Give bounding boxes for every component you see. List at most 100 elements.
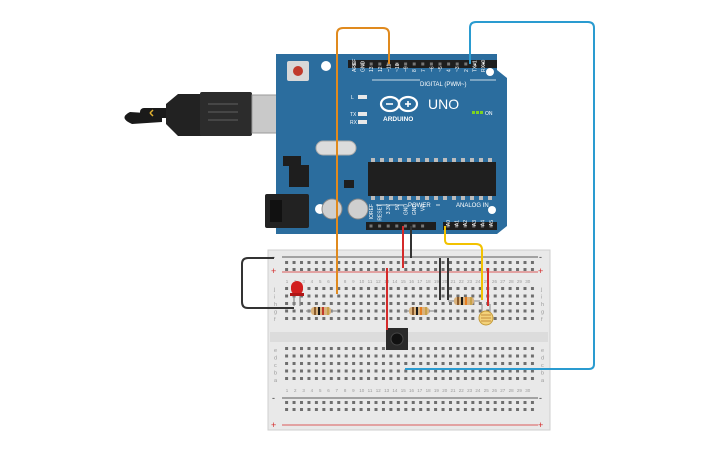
- wire-black-led-gnd[interactable]: [241, 257, 294, 309]
- header-pin-hole[interactable]: [472, 62, 476, 66]
- column-number: 28: [509, 279, 515, 284]
- led-rx: [358, 120, 367, 124]
- row-letter: c: [274, 363, 277, 369]
- wire-orange-pin10[interactable]: [336, 27, 390, 294]
- voltage-regulator-body: [289, 165, 309, 187]
- resistor-led[interactable]: [306, 307, 338, 315]
- led-bulb: [291, 281, 303, 295]
- header-pin-hole[interactable]: [412, 62, 416, 66]
- ldr-track: [481, 314, 491, 322]
- column-number: 19: [434, 388, 440, 393]
- header-pin-hole[interactable]: [395, 224, 399, 228]
- column-number: 8: [344, 388, 347, 393]
- wire-yellow-a0[interactable]: [444, 226, 483, 300]
- header-pin-hole[interactable]: [361, 62, 365, 66]
- header-pin-hole[interactable]: [378, 224, 382, 228]
- header-pin-hole[interactable]: [464, 62, 468, 66]
- pin-label: GND: [412, 204, 418, 216]
- header-pin-hole[interactable]: [421, 224, 425, 228]
- header-pin-hole[interactable]: [481, 62, 485, 66]
- header-pin-hole[interactable]: [455, 62, 459, 66]
- usb-cable[interactable]: [124, 92, 287, 136]
- resistor-ldr[interactable]: [448, 297, 480, 305]
- pin-label: 4: [447, 69, 453, 72]
- column-number: 23: [467, 388, 473, 393]
- column-number: 26: [492, 388, 498, 393]
- pin-label: GND: [403, 204, 409, 216]
- row-letter: i: [274, 295, 275, 301]
- mount-hole: [486, 68, 494, 76]
- pushbutton-cap[interactable]: [390, 332, 404, 346]
- header-pin-hole[interactable]: [369, 224, 373, 228]
- header-pin-hole[interactable]: [455, 224, 459, 228]
- header-pin-hole[interactable]: [480, 224, 484, 228]
- chip-leg: [452, 158, 456, 162]
- power-jack-socket: [270, 200, 282, 222]
- chip-leg: [389, 196, 393, 200]
- rail-plus-label: +: [538, 266, 543, 276]
- row-letter: f: [274, 317, 276, 323]
- column-number: 17: [417, 279, 423, 284]
- on-led: [472, 111, 475, 114]
- reset-button-cap[interactable]: [293, 66, 303, 76]
- header-pin-hole[interactable]: [369, 62, 373, 66]
- chip-leg: [416, 158, 420, 162]
- header-pin-hole[interactable]: [404, 62, 408, 66]
- chip-leg: [425, 196, 429, 200]
- rail-holes: [284, 259, 536, 266]
- wire-blue-pin2[interactable]: [405, 21, 595, 370]
- pin-label: TX▸1: [472, 60, 478, 72]
- column-number: 4: [311, 279, 314, 284]
- header-pin-hole[interactable]: [421, 62, 425, 66]
- chip-leg: [407, 196, 411, 200]
- column-number: 3: [302, 388, 305, 393]
- header-pin-hole[interactable]: [463, 224, 467, 228]
- rail-plus-label: +: [271, 266, 276, 276]
- chip-leg: [371, 196, 375, 200]
- red-led[interactable]: [290, 281, 304, 306]
- header-pin-hole[interactable]: [429, 62, 433, 66]
- header-pin-hole[interactable]: [489, 224, 493, 228]
- header-pin-hole[interactable]: [403, 224, 407, 228]
- rail-holes: [284, 264, 536, 271]
- pin-label: ~10: [395, 63, 401, 72]
- header-pin-hole[interactable]: [446, 224, 450, 228]
- header-pin-hole[interactable]: [395, 62, 399, 66]
- header-pin-hole[interactable]: [378, 62, 382, 66]
- pin-label: Vin: [421, 204, 427, 211]
- header-pin-hole[interactable]: [352, 62, 356, 66]
- column-number: 5: [319, 388, 322, 393]
- analog-pin-holes: [446, 224, 493, 228]
- pin-label: A2: [463, 220, 469, 226]
- column-number: 15: [401, 279, 407, 284]
- resistor-band: [425, 307, 427, 315]
- photoresistor[interactable]: [478, 304, 494, 326]
- header-pin-hole[interactable]: [412, 224, 416, 228]
- resistor-band: [457, 297, 459, 305]
- pushbutton[interactable]: [386, 328, 408, 350]
- chip-leg: [380, 158, 384, 162]
- pin-label: ~5: [438, 66, 444, 72]
- row-letter: b: [541, 371, 544, 377]
- column-number: 1: [286, 279, 289, 284]
- pin-label: 2: [464, 69, 470, 72]
- column-number: 16: [409, 279, 415, 284]
- arduino-logo-icon: [379, 95, 419, 113]
- header-pin-hole[interactable]: [447, 62, 451, 66]
- column-number: 18: [426, 279, 432, 284]
- header-pin-hole[interactable]: [472, 224, 476, 228]
- column-number: 29: [517, 279, 523, 284]
- column-number: 21: [450, 279, 456, 284]
- column-number: 19: [434, 279, 440, 284]
- arduino-brand: ARDUINO: [383, 116, 413, 123]
- header-pin-hole[interactable]: [386, 224, 390, 228]
- power-header[interactable]: [366, 222, 436, 230]
- column-number: 11: [368, 388, 373, 393]
- analog-header[interactable]: [443, 222, 497, 230]
- resistor-button[interactable]: [404, 307, 434, 315]
- power-label: POWER: [408, 203, 431, 209]
- header-pin-hole[interactable]: [438, 62, 442, 66]
